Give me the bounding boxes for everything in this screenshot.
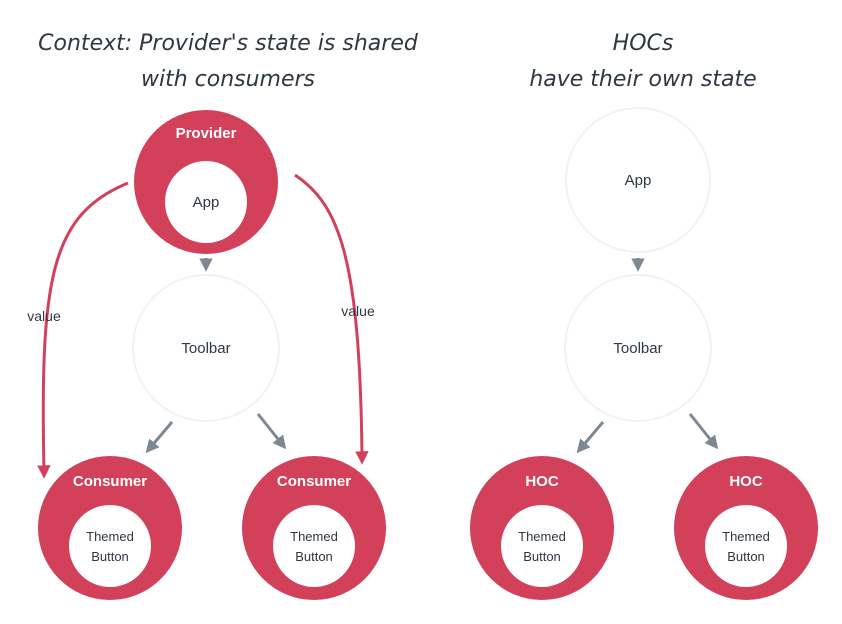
themed-button-label-2b: Button	[295, 549, 333, 564]
value-arrow-left	[37, 181, 129, 479]
themed-button-label-4a: Themed	[722, 529, 770, 544]
toolbar-label-left: Toolbar	[181, 340, 230, 357]
themed-button-node-4	[705, 505, 787, 587]
consumer-label-2: Consumer	[277, 473, 351, 490]
app-label-right: App	[625, 172, 652, 189]
provider-node: Provider App	[134, 110, 278, 254]
hoc-label-1: HOC	[525, 473, 559, 490]
themed-button-label-2a: Themed	[290, 529, 338, 544]
consumer-node-2: Consumer Themed Button	[242, 456, 386, 600]
app-node-left	[165, 161, 247, 243]
right-title-line1: HOCs	[613, 31, 674, 56]
themed-button-node-1	[69, 505, 151, 587]
arrow-toolbar-hoc1	[576, 421, 605, 454]
provider-label: Provider	[176, 125, 237, 142]
consumer-label-1: Consumer	[73, 473, 147, 490]
left-title-line2: with consumers	[141, 67, 315, 92]
hoc-node-1: HOC Themed Button	[470, 456, 614, 600]
themed-button-node-3	[501, 505, 583, 587]
themed-button-label-3a: Themed	[518, 529, 566, 544]
themed-button-label-4b: Button	[727, 549, 765, 564]
right-title-line2: have their own state	[529, 67, 756, 92]
themed-button-label-1b: Button	[91, 549, 129, 564]
consumer-node-1: Consumer Themed Button	[38, 456, 182, 600]
hoc-label-2: HOC	[729, 473, 763, 490]
toolbar-node-left: Toolbar	[132, 274, 280, 422]
arrow-toolbar-consumer2	[256, 413, 287, 450]
themed-button-label-3b: Button	[523, 549, 561, 564]
arrow-toolbar-consumer1	[145, 421, 174, 454]
value-label-left: value	[27, 308, 61, 324]
toolbar-label-right: Toolbar	[613, 340, 662, 357]
left-title-line1: Context: Provider's state is shared	[38, 31, 419, 56]
arrow-toolbar-hoc2	[688, 413, 719, 450]
app-label-left: App	[193, 194, 220, 211]
app-node-right: App	[565, 107, 711, 253]
toolbar-node-right: Toolbar	[564, 274, 712, 422]
value-label-right: value	[341, 303, 375, 319]
hoc-node-2: HOC Themed Button	[674, 456, 818, 600]
themed-button-node-2	[273, 505, 355, 587]
value-arrow-right	[294, 173, 369, 465]
themed-button-label-1a: Themed	[86, 529, 134, 544]
